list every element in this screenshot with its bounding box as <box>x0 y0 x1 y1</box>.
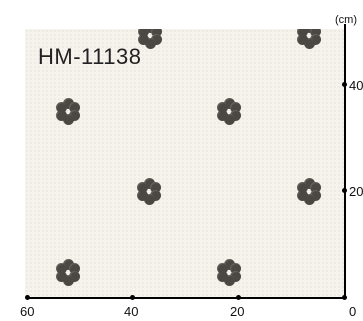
x-axis-tick <box>25 295 30 300</box>
y-axis-line <box>344 24 346 299</box>
x-tick-label: 60 <box>20 304 35 319</box>
x-axis-tick <box>130 295 135 300</box>
flower-petal <box>69 101 81 113</box>
flower-petal <box>62 258 74 270</box>
flower-petal <box>216 109 228 121</box>
flower-petal <box>223 258 235 270</box>
flower-petal <box>69 109 81 121</box>
y-axis-tick <box>342 82 347 87</box>
x-tick-label: 0 <box>349 304 357 319</box>
flower-petal <box>55 101 67 113</box>
flower-petal <box>144 29 156 33</box>
flower-motif <box>52 256 84 288</box>
x-axis-tick <box>342 295 347 300</box>
flower-petal <box>62 274 74 286</box>
x-axis-line <box>27 297 345 299</box>
flower-petal <box>310 33 322 45</box>
flower-petal <box>303 193 315 205</box>
flower-petal <box>296 181 308 193</box>
x-tick-label: 20 <box>230 304 245 319</box>
flower-motif <box>52 95 84 127</box>
product-code: HM-11138 <box>38 44 142 69</box>
flower-petal <box>136 189 148 201</box>
flower-petal <box>69 270 81 282</box>
flower-motif <box>134 29 166 51</box>
flower-motif <box>213 256 245 288</box>
flower-petal <box>216 262 228 274</box>
flower-petal <box>230 262 242 274</box>
flower-petal <box>216 101 228 113</box>
flower-petal <box>303 29 315 33</box>
flower-petal <box>143 193 155 205</box>
flower-petal <box>296 29 308 37</box>
flower-petal <box>62 97 74 109</box>
flower-petal <box>69 262 81 274</box>
flower-petal <box>137 29 149 37</box>
flower-motif <box>293 175 325 207</box>
flower-petal <box>310 29 322 37</box>
pattern-swatch: HM-11138 <box>25 29 345 299</box>
flower-motif <box>213 95 245 127</box>
flower-petal <box>230 109 242 121</box>
flower-petal <box>55 109 67 121</box>
flower-petal <box>296 33 308 45</box>
flower-petal <box>143 177 155 189</box>
x-tick-label: 40 <box>124 304 139 319</box>
flower-petal <box>310 181 322 193</box>
flower-petal <box>137 33 149 45</box>
flower-petal <box>310 189 322 201</box>
flower-petal <box>230 270 242 282</box>
y-tick-label: 40 <box>349 78 363 93</box>
flower-petal <box>55 262 67 274</box>
flower-petal <box>151 33 163 45</box>
flower-petal <box>150 189 162 201</box>
flower-petal <box>230 101 242 113</box>
unit-label: (cm) <box>335 14 357 26</box>
flower-petal <box>303 177 315 189</box>
x-axis-tick <box>236 295 241 300</box>
flower-petal <box>151 29 163 37</box>
flower-petal <box>296 189 308 201</box>
flower-petal <box>62 113 74 125</box>
y-axis-tick <box>342 188 347 193</box>
flower-petal <box>55 270 67 282</box>
flower-motif <box>293 29 325 51</box>
flower-petal <box>223 274 235 286</box>
flower-petal <box>136 181 148 193</box>
flower-petal <box>216 270 228 282</box>
flower-motif <box>133 175 165 207</box>
flower-petal <box>303 37 315 49</box>
flower-petal <box>223 97 235 109</box>
y-tick-label: 20 <box>349 184 363 199</box>
flower-petal <box>144 37 156 49</box>
flower-petal <box>223 113 235 125</box>
flower-petal <box>150 181 162 193</box>
